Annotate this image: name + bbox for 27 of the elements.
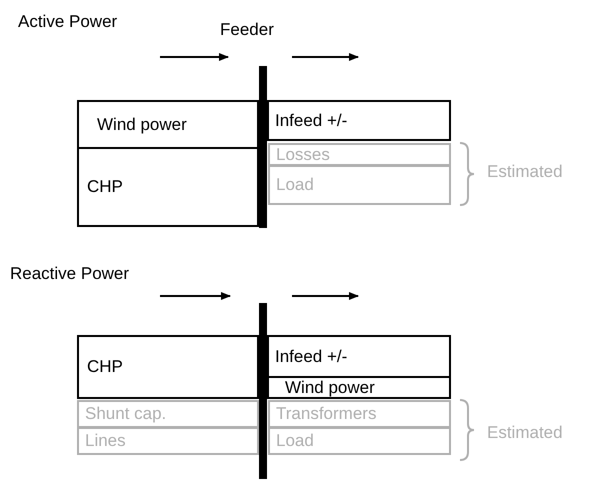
- box-label: CHP: [87, 357, 123, 377]
- box-label: Wind power: [285, 378, 375, 398]
- box-label: Infeed +/-: [275, 110, 348, 130]
- balance-box: [267, 376, 451, 399]
- box-label: Losses: [276, 144, 330, 164]
- balance-box: [267, 100, 451, 141]
- balance-box: [77, 335, 259, 399]
- balance-box: [268, 165, 451, 205]
- balance-box: [268, 143, 451, 166]
- balance-box: [77, 147, 259, 227]
- balance-box: [268, 400, 451, 428]
- feeder-label: Feeder: [220, 20, 274, 40]
- box-label: Infeed +/-: [275, 346, 348, 366]
- box-label: CHP: [87, 177, 123, 197]
- box-label: Load: [276, 175, 314, 195]
- estimated-label: Estimated: [487, 423, 563, 443]
- section-heading: Reactive Power: [10, 264, 130, 284]
- box-label: Lines: [85, 431, 126, 451]
- section-heading: Active Power: [18, 12, 118, 32]
- box-label: Load: [276, 431, 314, 451]
- balance-box: [77, 427, 259, 455]
- box-label: Transformers: [276, 404, 376, 424]
- balance-box: [77, 400, 259, 428]
- estimated-label: Estimated: [487, 162, 563, 182]
- balance-box: [268, 427, 451, 455]
- box-label: Wind power: [97, 114, 187, 134]
- box-label: Shunt cap.: [85, 404, 166, 424]
